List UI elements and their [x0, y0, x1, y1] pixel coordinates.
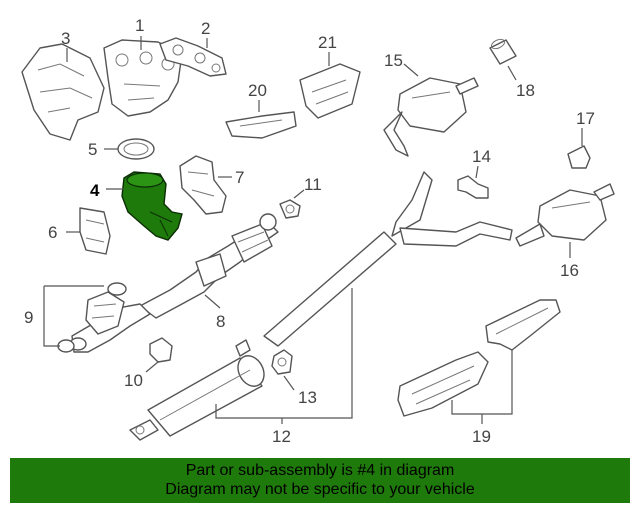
leader-14 [475, 165, 479, 179]
callout-19[interactable]: 19 [472, 427, 491, 446]
part-1-exhaust-manifold[interactable] [103, 39, 183, 117]
part-10-bracket[interactable] [149, 337, 173, 363]
callout-2[interactable]: 2 [201, 19, 210, 38]
callout-18[interactable]: 18 [516, 81, 535, 100]
part-3-manifold-shield[interactable] [21, 43, 105, 141]
part-15-rear-muffler-upper[interactable] [383, 77, 479, 157]
part-6-insulator[interactable] [79, 207, 111, 255]
callout-14[interactable]: 14 [472, 147, 491, 166]
leader-8 [204, 294, 221, 309]
banner-line-1: Part or sub-assembly is #4 in diagram [185, 462, 455, 479]
leader-10 [145, 361, 159, 373]
part-16-rear-muffler[interactable] [515, 183, 615, 247]
part-17-bracket[interactable] [567, 145, 591, 169]
callout-4[interactable]: 4 [90, 181, 100, 200]
info-banner: Part or sub-assembly is #4 in diagram Di… [10, 458, 630, 503]
part-9-flex-pipe-assembly[interactable] [57, 282, 151, 353]
part-8-front-pipe[interactable] [139, 213, 279, 319]
callout-11[interactable]: 11 [304, 175, 322, 194]
callout-9[interactable]: 9 [24, 308, 33, 327]
callout-7[interactable]: 7 [235, 168, 244, 187]
banner-line-2: Diagram may not be specific to your vehi… [165, 481, 475, 498]
callout-6[interactable]: 6 [48, 223, 57, 242]
callout-3[interactable]: 3 [61, 29, 70, 48]
callout-21[interactable]: 21 [318, 33, 337, 52]
part-21-heat-shield[interactable] [299, 63, 361, 119]
part-18-tail-finisher[interactable] [489, 37, 517, 65]
callout-16[interactable]: 16 [560, 261, 579, 280]
callout-8[interactable]: 8 [216, 312, 225, 331]
callout-5[interactable]: 5 [88, 140, 97, 159]
part-19-heat-insulators[interactable] [397, 299, 561, 417]
callout-20[interactable]: 20 [248, 81, 267, 100]
callout-12[interactable]: 12 [272, 427, 291, 446]
part-5-gasket-ring[interactable] [117, 138, 155, 160]
part-7-heat-insulator[interactable] [179, 155, 227, 215]
part-12-center-pipe[interactable] [129, 171, 513, 441]
callout-1[interactable]: 1 [135, 16, 144, 35]
callout-13[interactable]: 13 [298, 388, 317, 407]
part-11-gasket[interactable] [279, 199, 301, 219]
leader-18 [507, 65, 517, 81]
callout-15[interactable]: 15 [384, 51, 403, 70]
leader-11 [293, 189, 305, 199]
leader-9 [43, 285, 104, 347]
leader-13 [283, 375, 295, 391]
part-20-heat-shield-plate[interactable] [225, 111, 297, 139]
part-13-rubber-mount[interactable] [271, 349, 293, 375]
callout-17[interactable]: 17 [576, 109, 595, 128]
part-14-hanger[interactable] [457, 175, 489, 199]
callout-10[interactable]: 10 [124, 371, 143, 390]
leader-15 [403, 63, 419, 77]
leader-12 [215, 288, 353, 419]
part-2-manifold-gasket[interactable] [159, 37, 227, 77]
part-4-catalytic-converter[interactable] [121, 171, 183, 241]
